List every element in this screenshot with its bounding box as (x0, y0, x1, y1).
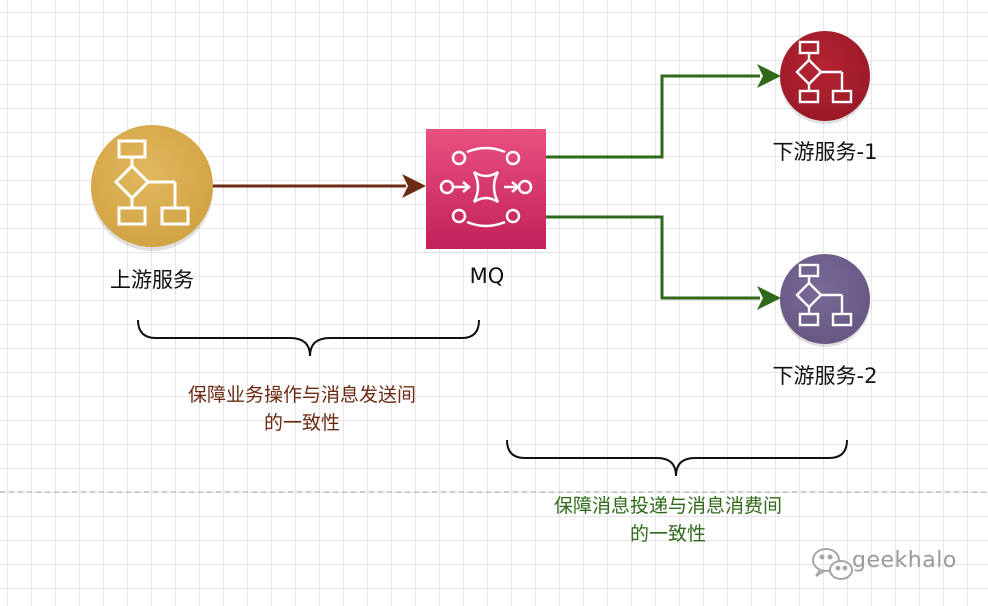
workflow-icon (795, 263, 853, 327)
edge-mq-to-downstream-2 (546, 215, 781, 310)
downstream-service-2-label: 下游服务-2 (772, 364, 878, 388)
upstream-service-label: 上游服务 (110, 268, 194, 292)
edge-upstream-to-mq (212, 174, 426, 198)
watermark: geekhalo (806, 545, 966, 581)
watermark-text: geekhalo (852, 548, 957, 573)
mq-node[interactable] (426, 129, 546, 249)
downstream-service-1-node[interactable] (780, 31, 870, 124)
producer-side-brace (137, 319, 480, 357)
producer-note-line-1: 保障业务操作与消息发送间 (187, 384, 417, 406)
wechat-icon (812, 548, 853, 580)
consumer-consistency-note: 保障消息投递与消息消费间 的一致性 (554, 492, 782, 548)
consumer-note-line-1: 保障消息投递与消息消费间 (553, 495, 783, 517)
mq-label: MQ (469, 264, 505, 288)
downstream-service-1-label: 下游服务-1 (772, 140, 878, 164)
message-queue-icon (439, 146, 533, 228)
workflow-icon (795, 40, 853, 104)
producer-note-line-2: 的一致性 (263, 412, 341, 434)
downstream-service-2-node[interactable] (780, 254, 870, 347)
upstream-service-node[interactable] (91, 125, 213, 251)
edge-mq-to-downstream-1 (546, 64, 781, 159)
workflow-icon (113, 139, 190, 226)
consumer-note-line-2: 的一致性 (629, 523, 707, 545)
consumer-side-brace (506, 439, 848, 477)
producer-consistency-note: 保障业务操作与消息发送间 的一致性 (188, 381, 416, 437)
